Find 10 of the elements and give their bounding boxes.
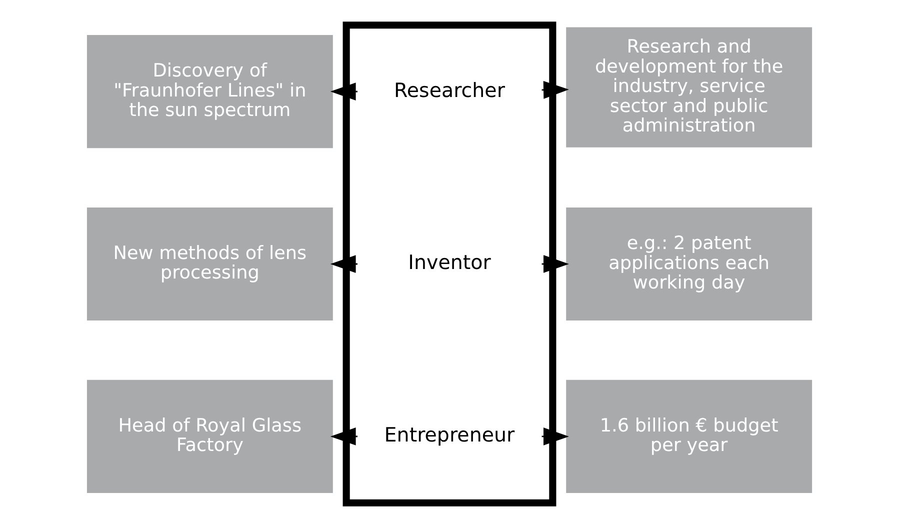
node-box: Discovery of "Fraunhofer Lines" in the sun spectrum	[86, 35, 332, 148]
cluster	[342, 22, 556, 506]
node-box: e.g.: 2 patent applications each working day	[566, 207, 812, 321]
node-box: Head of Royal Glass Factory	[86, 380, 332, 493]
node-text: Entrepreneur	[384, 424, 514, 447]
node-text: Inventor	[408, 251, 490, 274]
node-box: Research and development for the industry, service sector and public administration	[566, 27, 812, 148]
node-box: 1.6 billion € budget per year	[566, 380, 812, 493]
node-text: Researcher	[394, 78, 504, 102]
node-box: New methods of lens processing	[86, 207, 332, 321]
